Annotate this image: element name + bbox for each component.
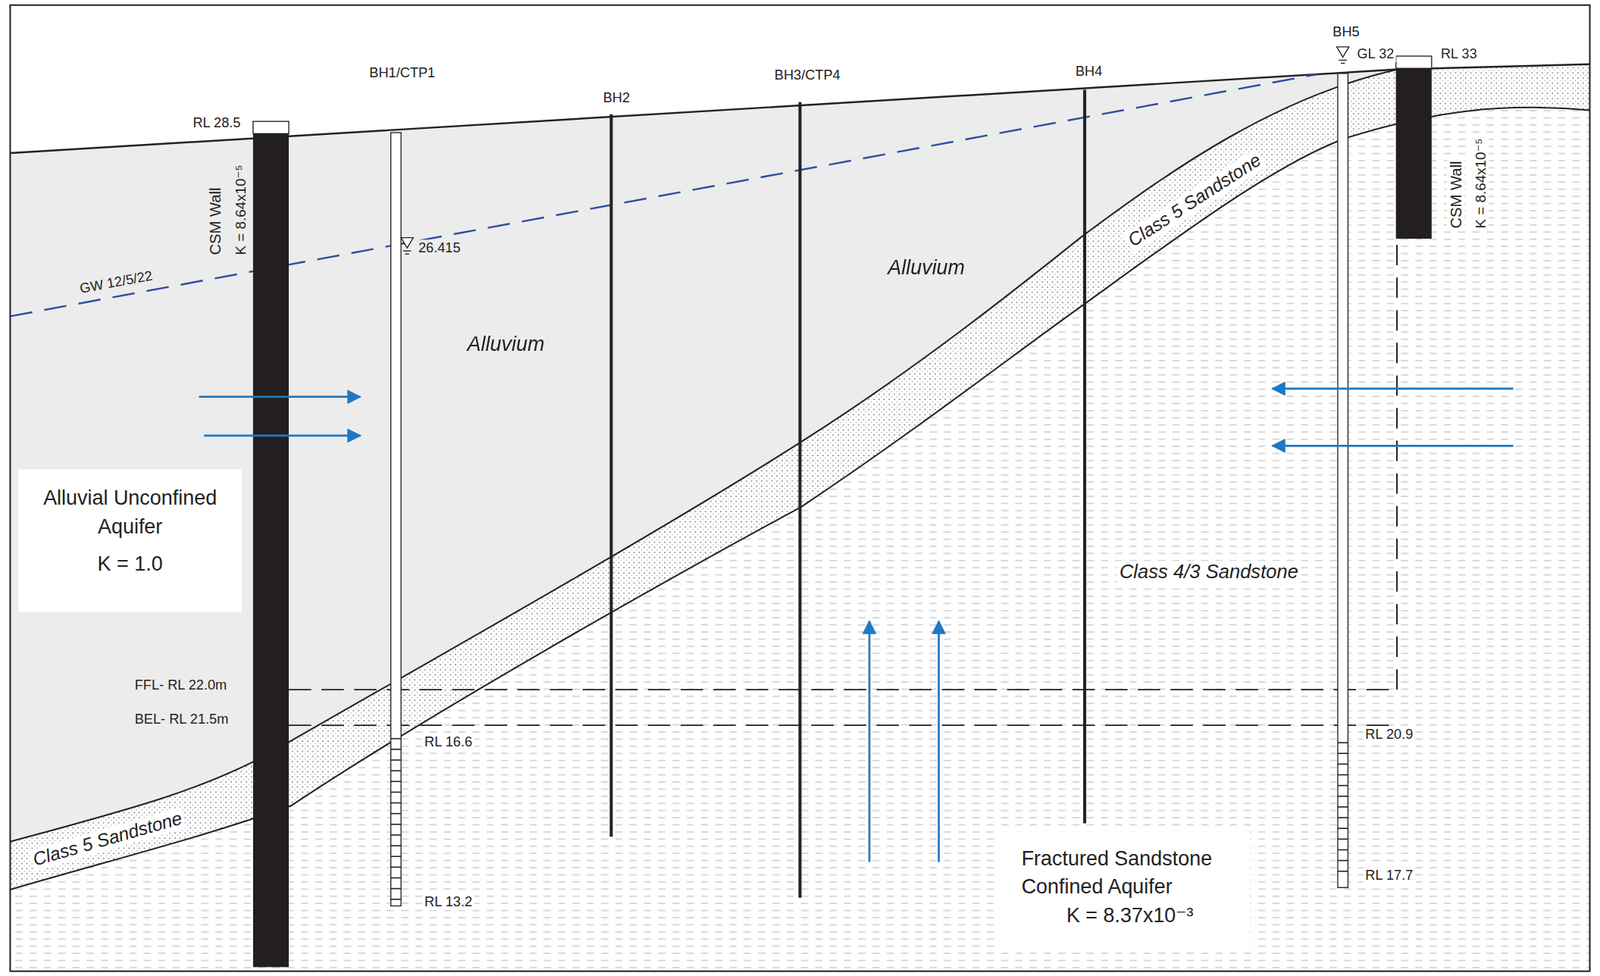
layer-label: Alluvium	[886, 256, 968, 280]
annotation-label: RL 28.5	[190, 115, 243, 132]
annotation-label: 26.415	[416, 239, 463, 256]
annotation-label: GL 32	[1355, 46, 1397, 63]
layer-label: Alluvium	[465, 332, 547, 357]
annotation-label: BH4	[1073, 62, 1105, 79]
aquifer-box: Alluvial Unconfined Aquifer K = 1.0	[18, 469, 242, 612]
annotation-label: CSM Wall	[1446, 159, 1465, 231]
annotation-label: K = 8.64x10⁻⁵	[232, 162, 250, 257]
aquifer-name: Fractured Sandstone Confined Aquifer	[1021, 843, 1237, 901]
conductivity-value: K = 1.0	[28, 548, 232, 578]
conductivity-value: K = 8.37x10⁻³	[1021, 901, 1237, 930]
annotation-label: RL 20.9	[1363, 726, 1416, 743]
annotation-label: RL 17.7	[1363, 867, 1416, 883]
annotation-label: BH5	[1330, 24, 1363, 41]
annotation-label: CSM Wall	[206, 185, 224, 257]
annotation-label: RL 13.2	[422, 893, 474, 910]
aquifer-name: Alluvial Unconfined Aquifer	[28, 483, 232, 541]
annotation-label: K = 8.64x10⁻⁵	[1472, 136, 1490, 231]
annotation-label: RL 33	[1438, 46, 1479, 63]
aquifer-box: Fractured Sandstone Confined AquiferK = …	[995, 831, 1251, 952]
annotation-label: BH3/CTP4	[772, 67, 843, 84]
layer-label: Class 4/3 Sandstone	[1117, 560, 1300, 583]
annotation-label: RL 16.6	[422, 734, 474, 751]
annotation-label: BEL- RL 21.5m	[132, 710, 231, 727]
annotation-label: BH1/CTP1	[367, 65, 438, 82]
annotation-label: BH2	[601, 89, 633, 106]
annotation-label: FFL- RL 22.0m	[132, 677, 229, 694]
